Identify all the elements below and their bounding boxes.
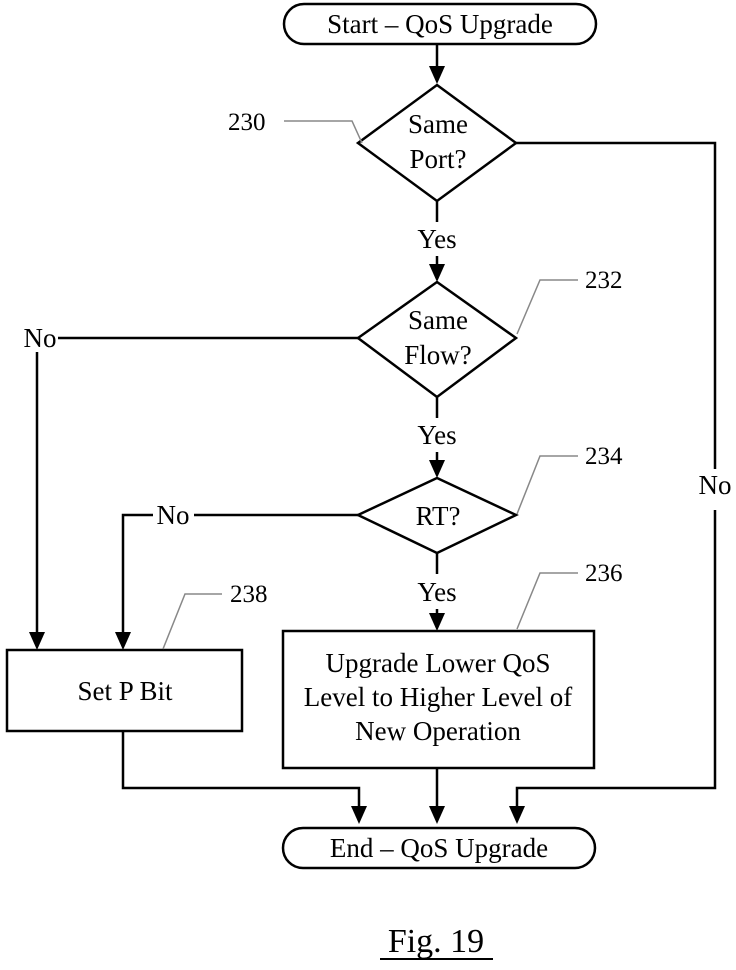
connector-setp-to-end bbox=[121, 731, 361, 808]
arrowhead bbox=[429, 806, 445, 824]
same-port-line1: Same bbox=[408, 109, 468, 139]
leader-234 bbox=[516, 455, 578, 515]
decision-same-port: Same Port? bbox=[355, 83, 519, 203]
arrowhead bbox=[429, 66, 445, 84]
ref-236: 236 bbox=[585, 560, 623, 587]
decision-rt: RT? bbox=[355, 476, 519, 555]
set-p-bit-label: Set P Bit bbox=[77, 676, 173, 706]
flow-yes-label: Yes bbox=[417, 420, 456, 450]
upgrade-line3: New Operation bbox=[355, 716, 521, 746]
decision-same-flow: Same Flow? bbox=[355, 280, 519, 399]
connector-rt-no-b bbox=[121, 513, 153, 634]
rt-label: RT? bbox=[416, 501, 461, 531]
upgrade-line2: Level to Higher Level of bbox=[304, 682, 572, 712]
ref-232: 232 bbox=[585, 267, 623, 294]
same-port-line2: Port? bbox=[410, 144, 467, 174]
port-no-label: No bbox=[699, 470, 732, 500]
leader-238 bbox=[162, 593, 222, 650]
ref-234: 234 bbox=[585, 443, 623, 470]
arrowhead bbox=[509, 806, 525, 824]
leader-236 bbox=[516, 572, 578, 630]
flow-no-label: No bbox=[24, 323, 57, 353]
same-flow-line1: Same bbox=[408, 305, 468, 335]
arrowhead bbox=[115, 632, 131, 650]
end-label: End – QoS Upgrade bbox=[330, 833, 548, 863]
arrowhead bbox=[351, 806, 367, 824]
rt-yes-label: Yes bbox=[417, 577, 456, 607]
figure-caption: Fig. 19 bbox=[380, 923, 493, 960]
process-set-p-bit: Set P Bit bbox=[5, 648, 244, 733]
ref-230: 230 bbox=[228, 109, 266, 136]
same-flow-line2: Flow? bbox=[404, 340, 472, 370]
arrowhead bbox=[429, 264, 445, 282]
leader-232 bbox=[516, 279, 578, 335]
arrowhead bbox=[429, 613, 445, 631]
arrowhead bbox=[29, 632, 45, 650]
start-label: Start – QoS Upgrade bbox=[327, 9, 553, 39]
leader-230 bbox=[284, 120, 363, 144]
ref-238: 238 bbox=[230, 581, 268, 608]
rt-no-label: No bbox=[157, 500, 190, 530]
upgrade-line1: Upgrade Lower QoS bbox=[326, 648, 551, 678]
connector-port-no-b bbox=[515, 510, 717, 808]
start-terminal: Start – QoS Upgrade bbox=[282, 2, 598, 46]
connector-port-no-a bbox=[516, 141, 717, 469]
figure-caption-text: Fig. 19 bbox=[388, 923, 484, 960]
end-terminal: End – QoS Upgrade bbox=[281, 826, 597, 870]
arrowhead bbox=[429, 460, 445, 478]
port-yes-label: Yes bbox=[417, 224, 456, 254]
process-upgrade-qos: Upgrade Lower QoS Level to Higher Level … bbox=[281, 629, 596, 770]
